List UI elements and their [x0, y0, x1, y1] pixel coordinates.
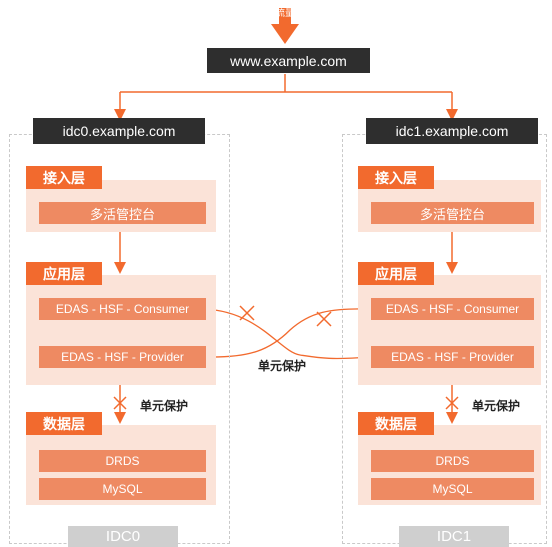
idc1-app-layer: [358, 275, 541, 385]
idc1-drds-bar: DRDS: [371, 450, 534, 472]
idc1-console-bar: 多活管控台: [371, 202, 534, 224]
idc0-data-tag: 数据层: [26, 412, 102, 435]
idc1-domain-label: idc1.example.com: [395, 123, 509, 139]
root-domain-label: www.example.com: [230, 52, 347, 69]
idc1-data-tag: 数据层: [358, 412, 434, 435]
left-app-data-x-icon: [113, 396, 127, 410]
idc1-domain-box: idc1.example.com: [366, 118, 538, 144]
idc1-access-tag: 接入层: [358, 166, 434, 189]
idc1-provider-bar: EDAS - HSF - Provider: [371, 346, 534, 368]
idc1-unit-protect-label: 单元保护: [472, 399, 521, 413]
cross-x-right-icon: [316, 311, 332, 327]
idc0-app-tag: 应用层: [26, 262, 102, 285]
idc1-mysql-bar: MySQL: [371, 478, 534, 500]
cross-x-left-icon: [239, 305, 255, 321]
idc0-mysql-bar: MySQL: [39, 478, 206, 500]
idc0-domain-label: idc0.example.com: [62, 123, 176, 139]
idc0-drds-bar: DRDS: [39, 450, 206, 472]
idc1-label: IDC1: [399, 526, 509, 547]
idc0-unit-protect-label: 单元保护: [140, 399, 189, 413]
idc1-app-tag: 应用层: [358, 262, 434, 285]
right-app-data-x-icon: [445, 396, 459, 410]
cross-unit-protect-label: 单元保护: [258, 359, 307, 373]
idc0-app-layer: [26, 275, 216, 385]
traffic-arrow: [271, 8, 299, 44]
idc0-label: IDC0: [68, 526, 178, 547]
idc0-consumer-bar: EDAS - HSF - Consumer: [39, 298, 206, 320]
idc0-domain-box: idc0.example.com: [33, 118, 205, 144]
idc0-access-tag: 接入层: [26, 166, 102, 189]
root-domain-box: www.example.com: [207, 48, 370, 73]
cross-link-b: [204, 308, 371, 358]
traffic-label: 流量: [276, 9, 295, 19]
idc1-consumer-bar: EDAS - HSF - Consumer: [371, 298, 534, 320]
idc0-console-bar: 多活管控台: [39, 202, 206, 224]
idc0-provider-bar: EDAS - HSF - Provider: [39, 346, 206, 368]
cross-link-a: [204, 308, 371, 360]
